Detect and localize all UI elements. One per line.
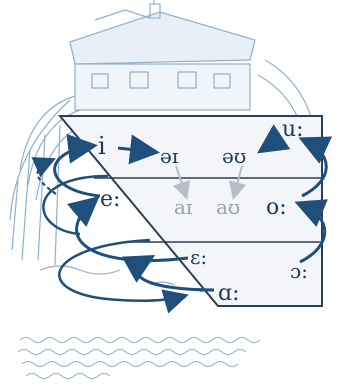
vowel-open-e-long: ɛ:: [190, 245, 207, 269]
arrow-ei-to-ai: [173, 165, 191, 200]
vowel-u-long: u:: [282, 117, 304, 142]
vowel-chart: [57, 115, 323, 307]
vowel-symbols: i u: e: o: ɛ: ɔ: ɑ:: [98, 117, 308, 306]
diphthong-ai: aɪ: [174, 195, 192, 219]
back-vowel-shift-arrows: [257, 124, 333, 264]
vowel-o-long: o:: [266, 195, 287, 220]
arrow-i-to-ei: [117, 134, 160, 165]
manuscript-handwriting: [17, 337, 261, 379]
arrow-loop-dashed: [31, 157, 57, 195]
front-vowel-shift-arrows: [31, 133, 215, 314]
arrow-open-e-to-e: [66, 196, 189, 263]
arrow-ou-to-au: [228, 165, 247, 200]
arrow-a-to-open-e: [121, 255, 215, 292]
faint-diphthong-arrows: [173, 165, 247, 200]
vowel-a-long: ɑ:: [218, 281, 240, 306]
diphthong-ou: əʊ: [222, 144, 246, 168]
diphthong-ei: əɪ: [160, 144, 178, 168]
arrow-loop-outer-2: [58, 238, 189, 314]
diphthong-symbols: əɪ əʊ aɪ aʊ: [160, 144, 246, 219]
vowel-i: i: [98, 132, 106, 160]
vowel-e-long: e:: [100, 187, 120, 212]
arrow-u-to-ou: [257, 124, 291, 154]
diphthong-au: aʊ: [216, 195, 240, 219]
arrow-loop-outer-1: [42, 174, 109, 236]
vowel-open-o-long: ɔ:: [290, 259, 308, 283]
theatre-sketch-illustration: [9, 0, 313, 295]
arrow-o-to-u: [298, 136, 333, 198]
arrow-open-o-to-o: [294, 199, 328, 264]
